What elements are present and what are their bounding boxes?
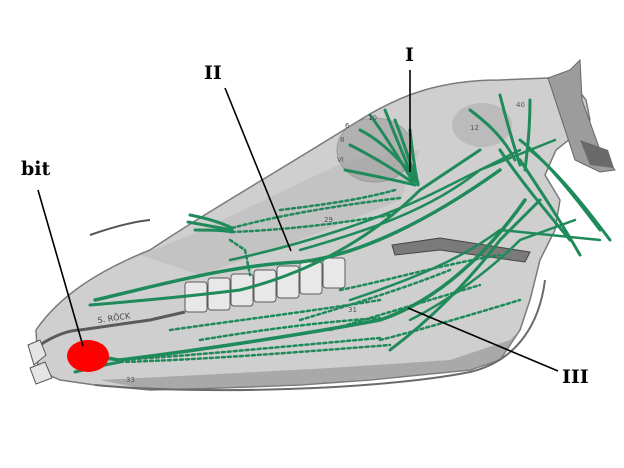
numeral-33: 33 bbox=[126, 376, 135, 384]
numeral-29: 29 bbox=[324, 216, 333, 224]
numeral-10: 10 bbox=[368, 114, 377, 122]
nerve-dotted-branches bbox=[118, 188, 522, 364]
label-nerve-II: II bbox=[204, 62, 222, 84]
leader-line-II bbox=[224, 87, 292, 252]
numeral-6: 6 bbox=[345, 122, 350, 130]
leader-line-III bbox=[407, 307, 559, 372]
callout-lines bbox=[37, 70, 559, 372]
reference-numerals: 29 31 33 10 40 12 8 6 VI S. RÖCK bbox=[97, 101, 525, 384]
numeral-12: 12 bbox=[470, 124, 479, 132]
bit-marker bbox=[67, 340, 109, 372]
label-bit: bit bbox=[21, 158, 51, 180]
numeral-31: 31 bbox=[348, 306, 357, 314]
numeral-vi: VI bbox=[337, 156, 344, 164]
numeral-40: 40 bbox=[516, 101, 525, 109]
label-nerve-I: I bbox=[405, 44, 414, 66]
numeral-8: 8 bbox=[340, 136, 344, 144]
leader-line-bit bbox=[37, 189, 84, 347]
artist-signature: S. RÖCK bbox=[97, 310, 132, 325]
label-nerve-III: III bbox=[562, 366, 589, 388]
